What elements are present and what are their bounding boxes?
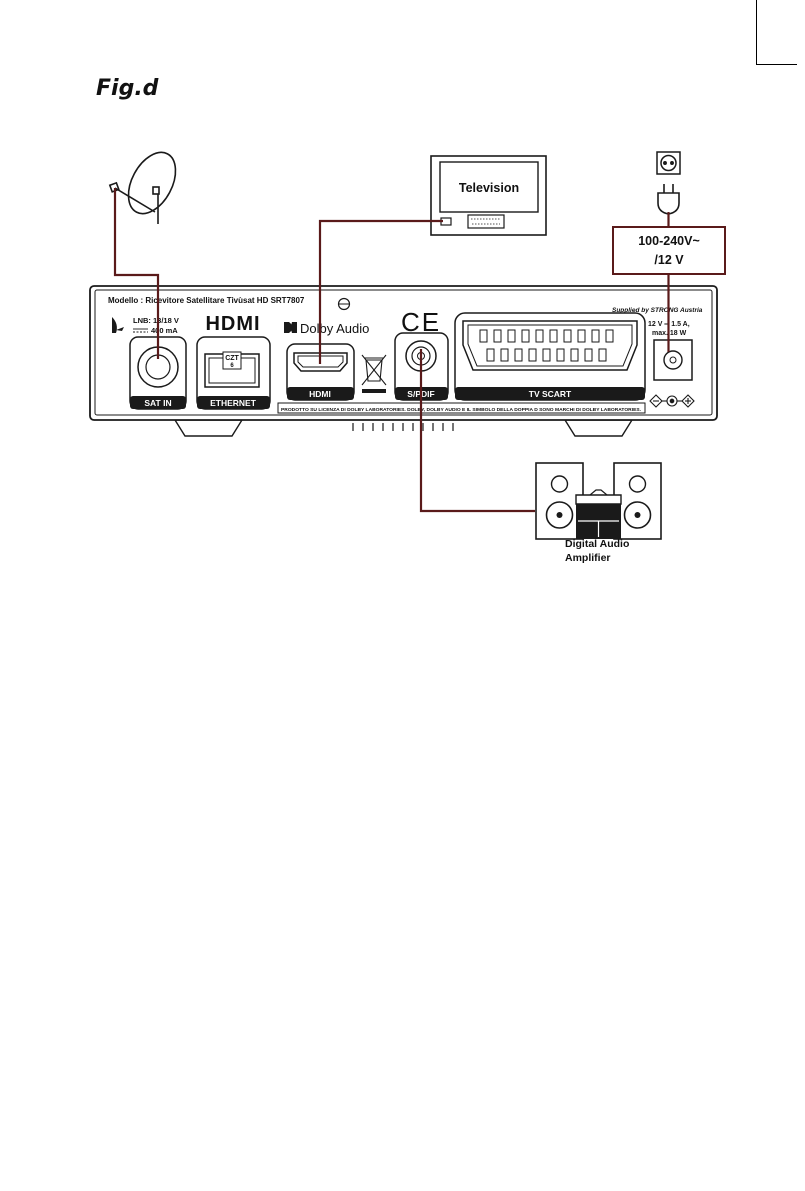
tv-scart-label: TV SCART — [529, 389, 572, 399]
ethernet-badge-line1: CZT — [225, 355, 239, 362]
model-text: Modello : Ricevitore Satellitare Tivùsat… — [108, 296, 305, 305]
hdmi-cable — [318, 219, 443, 364]
supplied-by-text: Supplied by STRONG Austria — [612, 307, 703, 314]
lnb-dish-icon — [112, 317, 124, 333]
license-text: PRODOTTO SU LICENZA DI DOLBY LABORATORIE… — [281, 407, 641, 412]
ethernet-label: ETHERNET — [210, 398, 257, 408]
sat-in-label: SAT IN — [144, 398, 171, 408]
power-plug-icon — [657, 184, 680, 215]
dc-symbol-icon — [133, 328, 148, 333]
page-edge-marker — [756, 0, 797, 65]
dolby-logo-icon — [284, 322, 297, 333]
amplifier-label-line1: Digital Audio — [565, 538, 629, 550]
television-label: Television — [459, 181, 519, 195]
power-adapter-label-line1: 100-240V~ — [638, 234, 700, 248]
polarity-symbol-icon — [649, 394, 695, 408]
license-strip — [277, 402, 646, 414]
tv-scart-port[interactable] — [454, 312, 646, 401]
power-adapter-label-line2: /12 V — [654, 253, 684, 267]
hdmi-port[interactable] — [286, 343, 355, 401]
power-adapter-box — [612, 226, 726, 275]
satellite-dish-icon — [108, 151, 177, 224]
figure-title: Fig.d — [96, 76, 159, 101]
sat-cable — [113, 188, 160, 359]
spdif-cable — [419, 349, 535, 513]
dolby-text: Dolby Audio — [300, 321, 369, 336]
weee-bin-icon — [361, 354, 387, 393]
ethernet-port[interactable] — [196, 336, 271, 410]
dc-power-input-port[interactable] — [653, 339, 693, 381]
sat-in-port[interactable] — [129, 336, 187, 410]
wall-socket-icon — [656, 151, 681, 175]
hdmi-logo: HDMI — [205, 313, 260, 335]
television-icon — [430, 155, 547, 236]
ce-mark: CE — [401, 307, 441, 337]
hdmi-port-label: HDMI — [309, 389, 331, 399]
lnb-spec-line2: 400 mA — [151, 326, 178, 335]
audio-amplifier-icon — [535, 462, 662, 540]
lnb-spec-line1: LNB: 13/18 V — [133, 316, 179, 325]
ethernet-badge-line2: 6 — [230, 363, 234, 369]
amplifier-label-line2: Amplifier — [565, 552, 611, 564]
